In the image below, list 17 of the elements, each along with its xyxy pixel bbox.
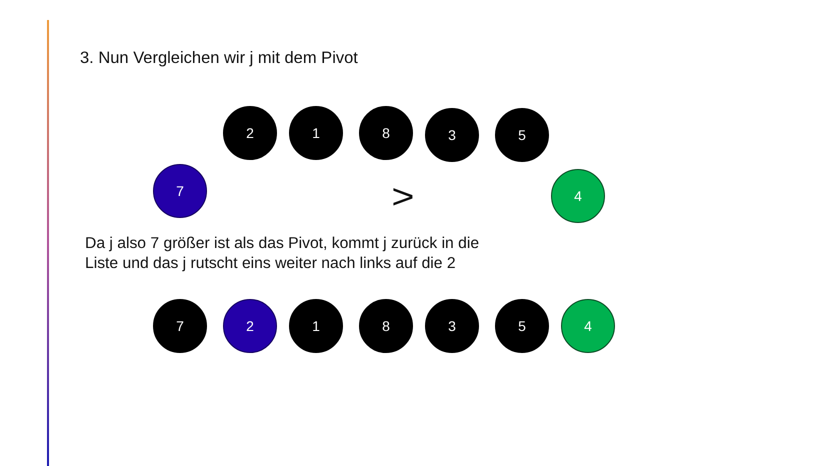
number-circle: 5 — [495, 108, 549, 162]
number-circle: 2 — [223, 106, 277, 160]
number-circle: 3 — [425, 108, 479, 162]
number-circle: 7 — [153, 164, 207, 218]
explanation-text: Da j also 7 größer ist als das Pivot, kommt j zurück in die Liste und das j rutscht eins weiter nach links auf die 2 — [85, 234, 480, 274]
greater-than-sign: > — [392, 178, 414, 216]
number-circle: 1 — [289, 106, 343, 160]
number-circle: 3 — [425, 299, 479, 353]
number-circle: 7 — [153, 299, 207, 353]
number-circle: 1 — [289, 299, 343, 353]
number-circle: 8 — [359, 106, 413, 160]
number-circle: 2 — [223, 299, 277, 353]
number-circle: 8 — [359, 299, 413, 353]
number-circle: 4 — [561, 299, 615, 353]
slide-heading: 3. Nun Vergleichen wir j mit dem Pivot — [80, 49, 358, 68]
number-circle: 4 — [551, 169, 605, 223]
number-circle: 5 — [495, 299, 549, 353]
